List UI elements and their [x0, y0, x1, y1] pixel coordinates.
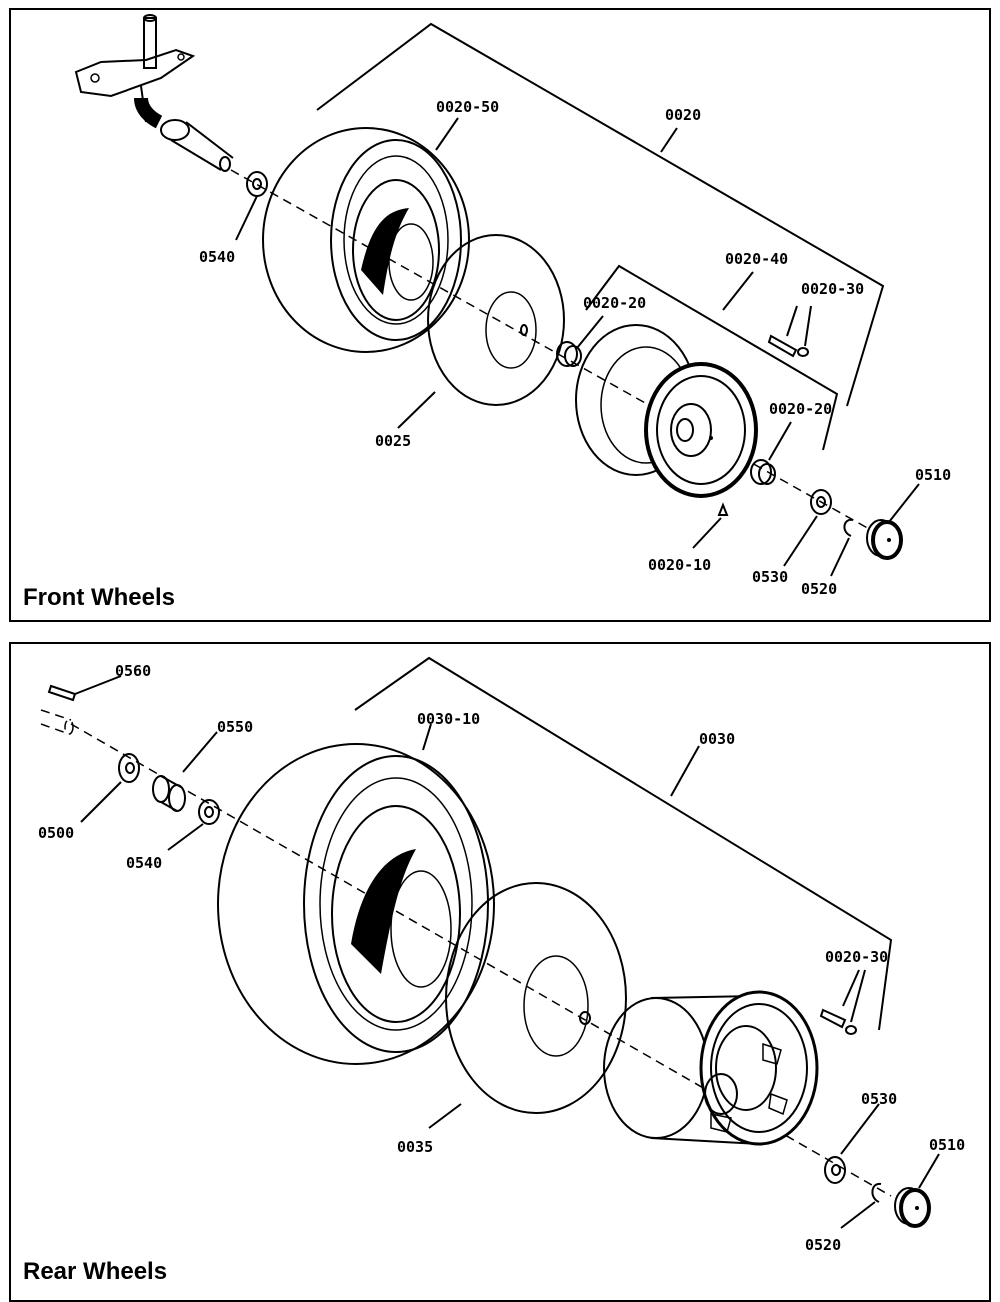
valve-0020-30 [767, 334, 809, 358]
label-0520: 0520 [801, 580, 837, 598]
rear-wheels-panel: 0560 0550 0030-10 0030 0500 0540 0020-30… [9, 642, 991, 1302]
label-0030-10: 0030-10 [417, 710, 480, 728]
front-wheels-panel: 0020-50 0020 0540 0020-40 0020-30 0020-2… [9, 8, 991, 622]
assembly-bracket-0030 [354, 656, 893, 1031]
label-0020-20-b: 0020-20 [769, 400, 832, 418]
washer-0540 [246, 171, 268, 197]
label-0020-50: 0020-50 [436, 98, 499, 116]
tire-0020-50 [262, 127, 470, 353]
label-0020-20-a: 0020-20 [583, 294, 646, 312]
label-0500: 0500 [38, 824, 74, 842]
label-0530: 0530 [861, 1090, 897, 1108]
washer-0530 [824, 1156, 846, 1184]
clip-0520 [843, 518, 854, 537]
spacer-0550 [152, 775, 186, 812]
cap-0510 [894, 1187, 931, 1228]
front-wheels-title: Front Wheels [23, 584, 176, 611]
washer-0530 [810, 489, 832, 515]
label-0020-10: 0020-10 [648, 556, 711, 574]
valve-0020-30 [819, 1008, 857, 1035]
label-0530: 0530 [752, 568, 788, 586]
label-0510: 0510 [915, 466, 951, 484]
bearing-0020-20-b [750, 459, 776, 485]
label-0540: 0540 [126, 854, 162, 872]
key-0560 [47, 684, 77, 702]
assembly-bracket-0020-40 [585, 264, 839, 451]
spindle-bracket [74, 14, 234, 172]
label-0030: 0030 [699, 730, 735, 748]
label-0540: 0540 [199, 248, 235, 266]
axis-line [230, 169, 872, 531]
rear-wheels-title: Rear Wheels [23, 1258, 168, 1285]
cap-0510 [866, 519, 903, 560]
tube-0035 [445, 882, 627, 1114]
axle-stub [40, 709, 72, 735]
label-0035: 0035 [397, 1138, 433, 1156]
label-0510: 0510 [929, 1136, 965, 1154]
washer-0540 [198, 799, 220, 825]
clip-0520 [871, 1182, 882, 1203]
label-0020-40: 0020-40 [725, 250, 788, 268]
label-0020: 0020 [665, 106, 701, 124]
rim-0020-40 [575, 324, 758, 498]
rim-0030 [603, 990, 819, 1146]
washer-0500 [118, 753, 140, 783]
label-0550: 0550 [217, 718, 253, 736]
label-0520: 0520 [805, 1236, 841, 1254]
assembly-bracket-0020 [316, 22, 885, 407]
label-0025: 0025 [375, 432, 411, 450]
grease-fitting-0020-10 [717, 502, 729, 516]
label-0020-30: 0020-30 [801, 280, 864, 298]
label-0020-30: 0020-30 [825, 948, 888, 966]
label-0560: 0560 [115, 662, 151, 680]
front-wheels-diagram: 0020-50 0020 0540 0020-40 0020-30 0020-2… [74, 14, 951, 598]
tube-0025 [427, 234, 565, 406]
tire-0030-10 [217, 743, 495, 1065]
rear-wheels-diagram: 0560 0550 0030-10 0030 0500 0540 0020-30… [38, 656, 965, 1254]
bearing-0020-20-a [556, 341, 582, 367]
